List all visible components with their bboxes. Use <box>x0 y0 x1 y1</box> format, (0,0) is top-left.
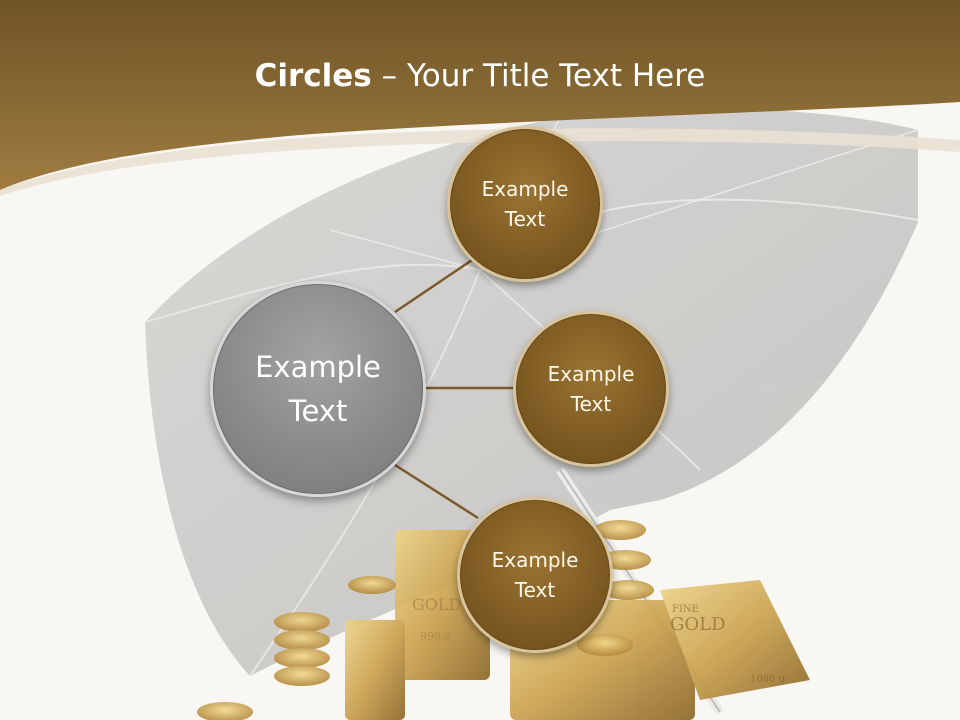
outer-circle-bottom-label: Example Text <box>491 548 579 602</box>
svg-text:FINE: FINE <box>672 604 699 615</box>
header-band <box>0 0 960 190</box>
connector-bottom <box>394 463 479 520</box>
svg-text:GOLD: GOLD <box>670 614 726 635</box>
slide-title-rest: – Your Title Text Here <box>371 58 706 94</box>
outer-circle-middle-label: Example Text <box>547 362 635 416</box>
svg-text:1000 g: 1000 g <box>750 674 786 685</box>
svg-text:GOLD: GOLD <box>412 595 461 614</box>
slide-title: Circles – Your Title Text Here <box>0 56 960 96</box>
slide-title-bold: Circles <box>254 58 372 94</box>
svg-text:999.9: 999.9 <box>420 630 452 643</box>
connectors <box>394 254 516 520</box>
connector-top <box>394 254 479 314</box>
gold-coins <box>197 520 654 720</box>
outer-circle-middle[interactable]: Example Text <box>513 311 669 467</box>
center-circle-label: Example Text <box>255 350 381 428</box>
outer-circle-top[interactable]: Example Text <box>447 126 603 282</box>
outer-circle-top-label: Example Text <box>481 177 569 231</box>
outer-circle-bottom[interactable]: Example Text <box>457 497 613 653</box>
center-circle[interactable]: Example Text <box>210 281 426 497</box>
